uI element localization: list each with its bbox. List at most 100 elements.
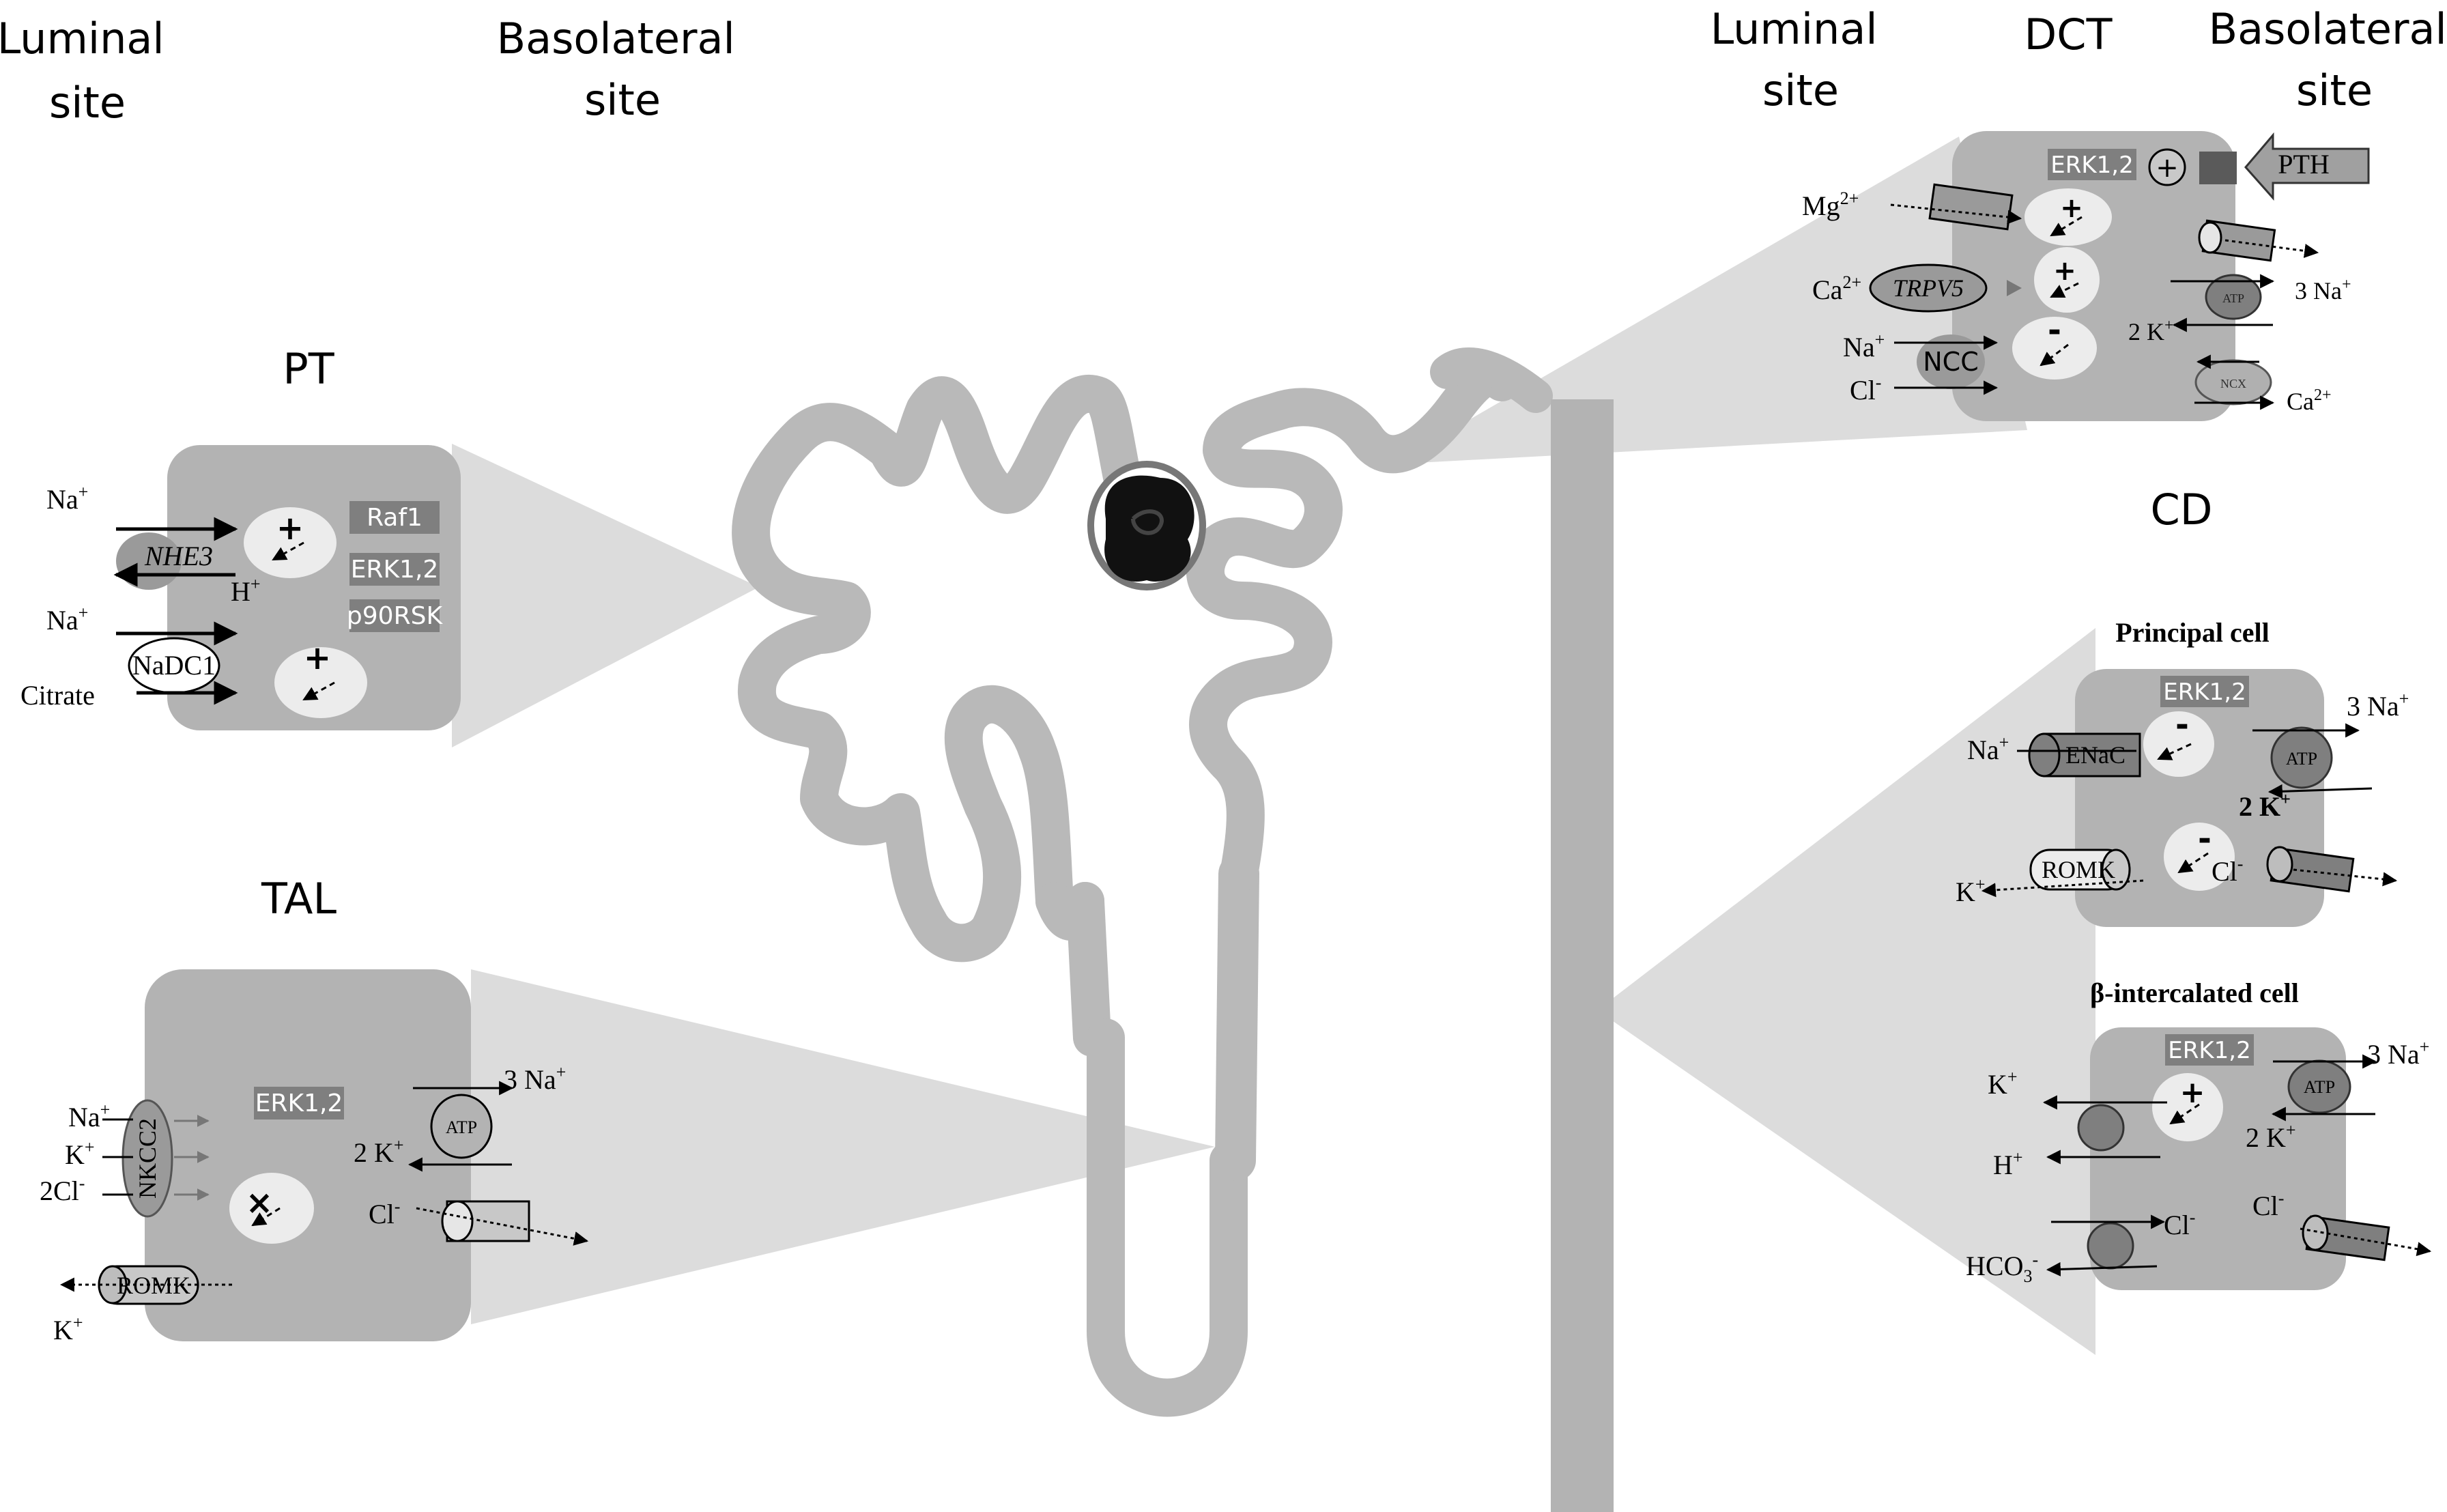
dct-mg: Mg2+ <box>1802 188 1859 221</box>
tal-k: K+ <box>65 1137 95 1170</box>
right-luminal-header: Luminal site <box>1711 4 1891 115</box>
beta-k: K+ <box>1988 1067 2018 1100</box>
right-basolateral-header: Basolateral site <box>2209 4 2447 115</box>
left-luminal-header: Luminal site <box>0 14 177 128</box>
principal-enac-label: ENaC <box>2065 741 2126 769</box>
principal-3na: 3 Na+ <box>2347 689 2409 722</box>
cd-magnification-cone <box>1597 628 2095 1355</box>
dct-sign-3: - <box>2048 311 2061 350</box>
principal-sign-2: - <box>2198 820 2212 858</box>
tal-na-k-atpase <box>430 1094 493 1159</box>
pt-raf1-label: Raf1 <box>367 504 423 532</box>
principal-enac-channel <box>2043 732 2141 778</box>
dct-trpv5-channel <box>1869 263 1988 313</box>
pt-nhe3-label: NHE3 <box>144 541 213 571</box>
principal-romk-label: ROMK <box>2042 856 2115 883</box>
tal-nkcc2-label: NKCC2 <box>134 1118 161 1199</box>
dct-ca-out: Ca2+ <box>2287 386 2332 415</box>
beta-atp-label: ATP <box>2304 1077 2335 1097</box>
dct-ncx-exchanger <box>2194 359 2272 405</box>
tal-magnification-cone <box>471 969 1215 1324</box>
pt-title: PT <box>283 344 334 394</box>
pt-p90rsk-box <box>349 599 440 632</box>
beta-sign: + <box>2180 1075 2205 1110</box>
beta-intercalated-cell: ERK1,2 + ATP <box>2042 1027 2432 1290</box>
dct-cell: ERK1,2 + PTH + + - TRPV5 NCC ATP NCX <box>1869 131 2370 421</box>
tal-2cl: 2Cl- <box>40 1173 85 1206</box>
dct-atp-label: ATP <box>2222 291 2244 305</box>
pt-na-1: Na+ <box>46 482 88 515</box>
beta-intercalated-title: β-intercalated cell <box>2090 978 2299 1008</box>
beta-cl: Cl- <box>2252 1188 2284 1221</box>
pt-h: H+ <box>231 574 261 607</box>
pt-citrate: Citrate <box>20 680 95 711</box>
pt-erk-box <box>349 553 440 586</box>
pt-regulation-oval-bottom <box>274 647 367 718</box>
dct-magnification-cone <box>1392 137 2027 464</box>
beta-cl-in: Cl- <box>2164 1208 2195 1240</box>
dct-cl: Cl- <box>1850 373 1881 405</box>
tal-3na: 3 Na+ <box>504 1062 566 1095</box>
dct-plus-circle <box>2148 148 2186 186</box>
pt-erk-label: ERK1,2 <box>351 556 439 584</box>
principal-2k: 2 K+ <box>2239 789 2291 822</box>
dct-2k: 2 K+ <box>2128 317 2174 345</box>
glomerulus <box>1087 461 1206 590</box>
principal-atp-label: ATP <box>2286 749 2317 769</box>
tal-k-out: K+ <box>53 1313 83 1345</box>
dct-na: Na+ <box>1843 330 1885 362</box>
cd-title: CD <box>2150 485 2212 534</box>
pth-label: PTH <box>2278 149 2330 180</box>
pt-cell: + + Raf1 ERK1,2 p90RSK <box>116 445 461 730</box>
pt-na-2: Na+ <box>46 603 88 636</box>
nephron-tubule <box>732 347 1553 1417</box>
dct-erk-label: ERK1,2 <box>2050 152 2133 179</box>
tal-erk-box <box>254 1087 344 1119</box>
beta-h: H+ <box>1993 1147 2023 1180</box>
tal-title: TAL <box>261 874 337 924</box>
dct-title: DCT <box>2024 10 2113 59</box>
principal-na-k-atpase <box>2270 726 2333 789</box>
dct-ca: Ca2+ <box>1812 272 1861 305</box>
left-basolateral-header: Basolateral site <box>497 14 749 125</box>
principal-na: Na+ <box>1967 732 2009 765</box>
principal-k: K+ <box>1956 874 1986 907</box>
pt-nadc1-label: NaDC1 <box>132 650 216 681</box>
principal-sign-1: - <box>2175 706 2189 744</box>
svg-text:+: + <box>2156 152 2179 184</box>
pt-raf1-box <box>349 501 440 534</box>
dct-ncc-label: NCC <box>1923 347 1979 377</box>
tal-cl: Cl- <box>369 1197 400 1229</box>
tal-na: Na+ <box>68 1100 110 1132</box>
tal-cell: ERK1,2 × NKCC2 ROMK ATP <box>59 969 589 1341</box>
pt-magnification-cone <box>452 444 759 747</box>
collecting-duct <box>1551 399 1614 1512</box>
beta-anion-exchanger <box>2087 1222 2134 1270</box>
principal-cell: ERK1,2 - - ENaC ROMK ATP <box>1981 669 2398 927</box>
dct-na-k-atpase <box>2205 274 2262 320</box>
tal-2k: 2 K+ <box>354 1135 404 1168</box>
principal-erk-label: ERK1,2 <box>2163 679 2246 706</box>
pt-p90rsk-label: p90RSK <box>347 602 444 630</box>
principal-cell-title: Principal cell <box>2115 617 2270 648</box>
beta-2k: 2 K+ <box>2246 1120 2296 1153</box>
pth-arrow <box>2244 132 2370 201</box>
dct-3na: 3 Na+ <box>2295 276 2351 304</box>
tal-regulation-oval <box>229 1173 314 1244</box>
beta-hco3: HCO3- <box>1966 1250 2038 1286</box>
tal-nkcc2-transporter <box>121 1099 173 1218</box>
beta-k-transporter <box>2077 1104 2125 1152</box>
beta-3na: 3 Na+ <box>2367 1037 2429 1070</box>
beta-erk-label: ERK1,2 <box>2168 1037 2250 1064</box>
tal-atp-label: ATP <box>446 1117 477 1137</box>
pt-sign-bottom: + <box>304 639 331 677</box>
dct-erk-box <box>2048 149 2136 180</box>
pt-sign-top: + <box>276 509 304 547</box>
pt-regulation-oval-top <box>244 507 337 578</box>
principal-erk-box <box>2160 676 2249 707</box>
principal-cl: Cl- <box>2212 854 2243 887</box>
beta-erk-box <box>2165 1034 2254 1066</box>
dct-ncc-transporter <box>1917 334 1985 389</box>
